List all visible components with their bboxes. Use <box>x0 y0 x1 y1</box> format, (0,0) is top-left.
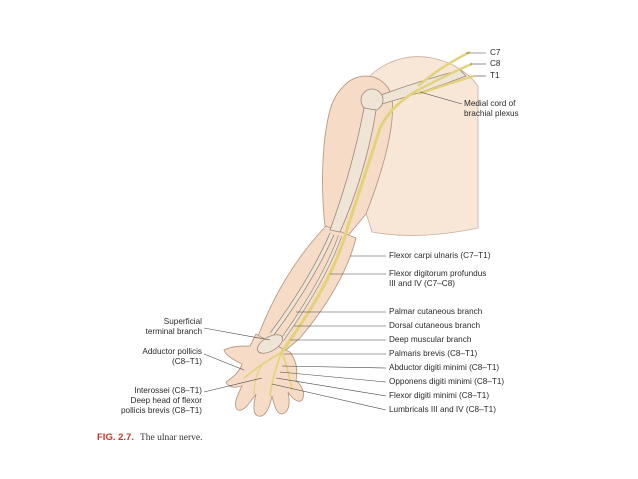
label-flexor-digiti-minimi: Flexor digiti minimi (C8–T1) <box>389 391 490 400</box>
carpal-bones <box>256 334 284 354</box>
label-flexor-carpi-ulnaris: Flexor carpi ulnaris (C7–T1) <box>389 251 491 260</box>
leader-lines-left <box>203 327 271 393</box>
label-superficial-terminal-branch: Superficial terminal branch <box>145 317 202 336</box>
label-deep-muscular: Deep muscular branch <box>389 335 472 344</box>
nerve-root-c7 <box>417 50 471 87</box>
label-dorsal-cutaneous: Dorsal cutaneous branch <box>389 321 481 330</box>
label-c7: C7 <box>490 48 501 57</box>
ulnar-nerve <box>280 88 419 353</box>
humerus <box>329 107 377 233</box>
nerve-branch-digital <box>281 351 293 391</box>
label-lumbricals: Lumbricals III and IV (C8–T1) <box>389 405 496 414</box>
nerve-root-c8 <box>417 62 473 92</box>
figure-title: The ulnar nerve. <box>139 433 203 443</box>
label-c8: C8 <box>490 59 501 68</box>
label-adductor-pollicis: Adductor pollicis (C8–T1) <box>142 347 202 366</box>
label-flexor-digitorum-profundus: Flexor digitorum profundus III and IV (C… <box>389 269 487 288</box>
leader-lines-right <box>271 52 486 411</box>
label-abductor-digiti-minimi: Abductor digiti minimi (C8–T1) <box>389 363 500 372</box>
label-t1: T1 <box>490 71 500 80</box>
label-medial-cord: Medial cord of brachial plexus <box>464 99 519 118</box>
nerve-branch-palmar <box>253 361 265 395</box>
label-palmaris-brevis: Palmaris brevis (C8–T1) <box>389 349 478 358</box>
label-interossei: Interossei (C8–T1) Deep head of flexor p… <box>121 386 202 415</box>
ulna-fill <box>280 235 342 341</box>
radius-fill <box>270 233 334 336</box>
nerve-branch-superficial <box>269 351 283 397</box>
figure-caption: FIG. 2.7. The ulnar nerve. <box>97 432 202 443</box>
label-palmar-cutaneous: Palmar cutaneous branch <box>389 307 483 316</box>
figure-number: FIG. 2.7. <box>97 432 134 443</box>
label-opponens-digiti-minimi: Opponens digiti minimi (C8–T1) <box>389 377 505 386</box>
